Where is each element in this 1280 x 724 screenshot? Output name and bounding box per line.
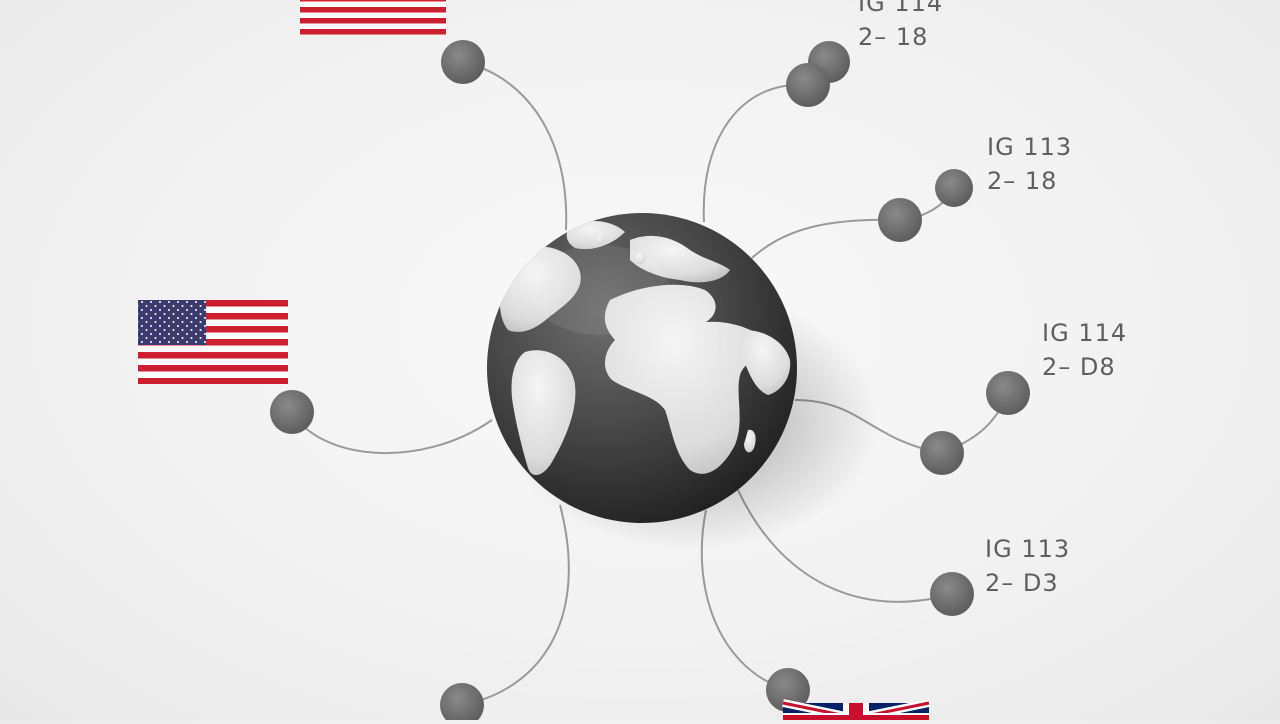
node-right-middle-b [920,431,964,475]
us-flag-left [138,300,288,384]
node-top-left [441,40,485,84]
label-right-middle-line2: 2– D8 [1042,353,1116,381]
node-top-right-b [786,63,830,107]
label-right-lower-line2: 2– D3 [985,569,1059,597]
network-nodes [270,40,1030,724]
label-right-upper-line1: IG 113 [987,133,1073,161]
us-flag-top-left [300,0,446,35]
label-top-right-line1: IG 114 [858,0,944,17]
label-right-upper-line2: 2– 18 [987,167,1058,195]
uk-flag-bottom [782,699,930,724]
label-right-middle: IG 114 2– D8 [1042,316,1127,384]
node-right-upper-b [878,198,922,242]
label-right-lower: IG 113 2– D3 [985,532,1070,600]
connector-top-left [462,61,568,231]
connector-right-upper [751,218,901,259]
label-right-middle-line1: IG 114 [1042,319,1128,347]
node-bottom-left [440,683,484,724]
label-right-upper: IG 113 2– 18 [987,130,1072,198]
node-right-lower [930,572,974,616]
connector-left [291,411,493,455]
world-globe [487,213,797,523]
connector-bottom-left [461,504,570,706]
label-top-right: IG 114 2– 18 [858,0,943,54]
label-right-lower-line1: IG 113 [985,535,1071,563]
node-right-upper-a [935,169,973,207]
node-left [270,390,314,434]
node-bottom-right [766,668,810,712]
connector-top-right [702,83,809,223]
node-right-middle-a [986,371,1030,415]
label-top-right-line2: 2– 18 [858,23,929,51]
